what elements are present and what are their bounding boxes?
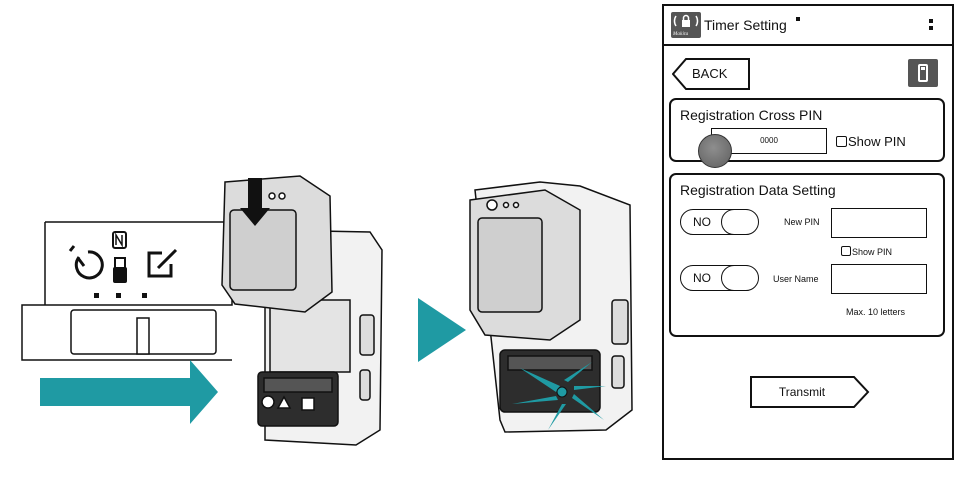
toggle-thumb — [721, 265, 759, 291]
touch-indicator — [698, 134, 732, 168]
edit-icon — [147, 248, 178, 278]
back-button[interactable]: BACK — [672, 58, 750, 90]
app-bar: Makita Timer Setting — [664, 6, 952, 46]
led-dot — [142, 293, 147, 298]
registration-cross-pin-section: Registration Cross PIN 0000 Show PIN — [669, 98, 945, 168]
toggle-thumb — [721, 209, 759, 235]
max-letters-note: Max. 10 letters — [846, 307, 906, 317]
section-title-cross-pin: Registration Cross PIN — [680, 107, 823, 123]
back-button-label: BACK — [692, 66, 728, 81]
battery-adapter-icon[interactable] — [908, 59, 938, 87]
new-pin-label: New PIN — [784, 217, 820, 227]
nfc-icon — [112, 231, 127, 249]
led-dot — [116, 293, 121, 298]
brand-logo-text: Makita — [673, 32, 689, 37]
adapter-device-connected — [469, 181, 633, 433]
transmit-button[interactable]: Transmit — [750, 376, 870, 408]
kebab-menu-icon[interactable] — [928, 19, 934, 33]
adapter-device — [221, 175, 383, 446]
registration-data-setting-section: Registration Data Setting NO New PIN Sho… — [669, 173, 945, 337]
new-pin-field[interactable] — [831, 208, 927, 238]
slide-direction-arrow — [40, 360, 218, 424]
user-name-toggle[interactable]: NO — [680, 265, 759, 291]
show-pin-checkbox-2[interactable] — [841, 246, 851, 256]
next-step-arrow — [418, 298, 466, 362]
led-burst — [512, 362, 606, 430]
section-title-data-setting: Registration Data Setting — [680, 182, 836, 198]
led-dot — [94, 293, 99, 298]
new-pin-toggle[interactable]: NO — [680, 209, 759, 235]
instruction-illustration — [21, 175, 633, 446]
show-pin-label: Show PIN — [848, 134, 906, 149]
transmit-button-label: Transmit — [778, 385, 826, 399]
led-light — [556, 386, 568, 398]
user-name-toggle-label: NO — [693, 271, 711, 285]
new-pin-toggle-label: NO — [693, 215, 711, 229]
port-panel-callout — [21, 221, 233, 361]
page-title: Timer Setting — [704, 17, 787, 33]
show-pin-label-2: Show PIN — [852, 247, 893, 257]
phone-screen: Makita Timer Setting BACK Registration C… — [662, 4, 954, 460]
title-marker — [796, 17, 800, 21]
show-pin-checkbox[interactable] — [836, 136, 847, 147]
usb-icon — [113, 257, 127, 283]
insert-down-arrow — [240, 178, 270, 226]
timer-icon — [68, 245, 104, 280]
user-name-label: User Name — [773, 274, 819, 284]
user-name-field[interactable] — [831, 264, 927, 294]
lock-signal-icon[interactable]: Makita — [671, 12, 701, 38]
